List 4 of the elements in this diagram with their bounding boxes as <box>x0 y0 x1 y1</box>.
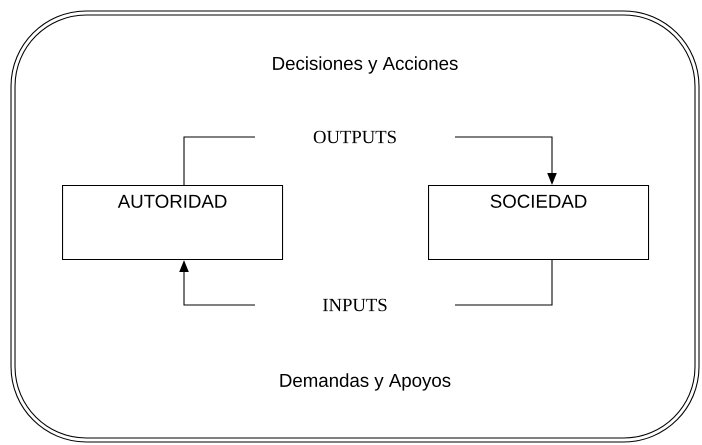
process-box: SOCIEDAD <box>428 185 650 260</box>
edge-label: INPUTS <box>255 294 455 316</box>
process-box: AUTORIDAD <box>62 185 284 260</box>
edge-label: OUTPUTS <box>255 126 455 148</box>
